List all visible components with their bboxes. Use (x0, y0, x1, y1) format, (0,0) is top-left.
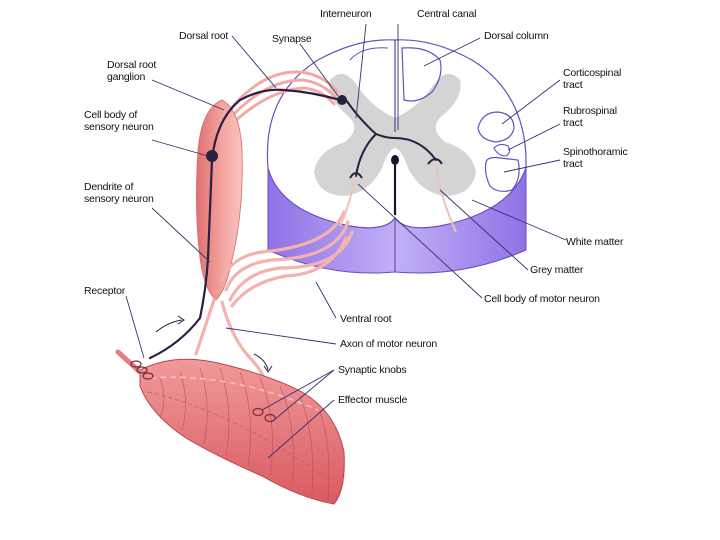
label-spinothoramic-2: tract (563, 158, 583, 170)
label-rubrospinal-1: Rubrospinal (563, 105, 617, 117)
motor-axon-start (339, 181, 355, 227)
central-canal-dot (391, 155, 399, 165)
labels: Interneuron Central canal Dorsal root Sy… (84, 8, 628, 406)
tendon (115, 349, 143, 375)
spinothoramic-tract (484, 156, 520, 192)
synapse-dot (337, 95, 347, 105)
sensory-direction-arrow (155, 319, 183, 333)
rubrospinal-tract (493, 143, 511, 157)
label-dendrite-sensory-1: Dendrite of (84, 181, 133, 193)
label-cell-body-sensory-2: sensory neuron (84, 121, 154, 133)
label-corticospinal-1: Corticospinal (563, 67, 621, 79)
dorsal-column-outline (401, 47, 442, 102)
label-effector-muscle: Effector muscle (338, 394, 408, 406)
label-cell-body-motor: Cell body of motor neuron (484, 293, 600, 305)
label-dorsal-root: Dorsal root (179, 30, 228, 42)
label-ventral-root: Ventral root (340, 313, 392, 325)
label-axon-motor: Axon of motor neuron (340, 338, 437, 350)
label-dorsal-root-ganglion-1: Dorsal root (107, 59, 156, 71)
leader-lines (125, 23, 567, 459)
label-dorsal-column: Dorsal column (484, 30, 549, 42)
effector-muscle (115, 349, 345, 505)
ventral-root-nerve (220, 210, 354, 308)
label-dorsal-root-ganglion-2: ganglion (107, 71, 145, 83)
label-rubrospinal-2: tract (563, 117, 583, 129)
motor-direction-arrow (253, 353, 269, 371)
sensory-cell-body (206, 150, 218, 162)
label-grey-matter: Grey matter (530, 264, 584, 276)
label-interneuron: Interneuron (320, 8, 372, 20)
label-central-canal: Central canal (417, 8, 476, 20)
label-white-matter: White matter (566, 236, 624, 248)
label-synaptic-knobs: Synaptic knobs (338, 364, 406, 376)
grey-matter (314, 73, 476, 196)
motor-synapse-left (349, 172, 363, 179)
motor-synapse-right (427, 158, 443, 165)
synaptic-knobs (252, 407, 276, 423)
label-cell-body-sensory-1: Cell body of (84, 109, 137, 121)
label-synapse: Synapse (272, 33, 312, 45)
corticospinal-tract (477, 111, 515, 143)
label-corticospinal-2: tract (563, 79, 583, 91)
receptor-coil (130, 360, 154, 380)
spinal-cord (266, 39, 527, 274)
label-receptor: Receptor (84, 285, 126, 297)
label-dendrite-sensory-2: sensory neuron (84, 193, 154, 205)
label-spinothoramic-1: Spinothoramic (563, 146, 628, 158)
interneuron-path (345, 99, 437, 177)
